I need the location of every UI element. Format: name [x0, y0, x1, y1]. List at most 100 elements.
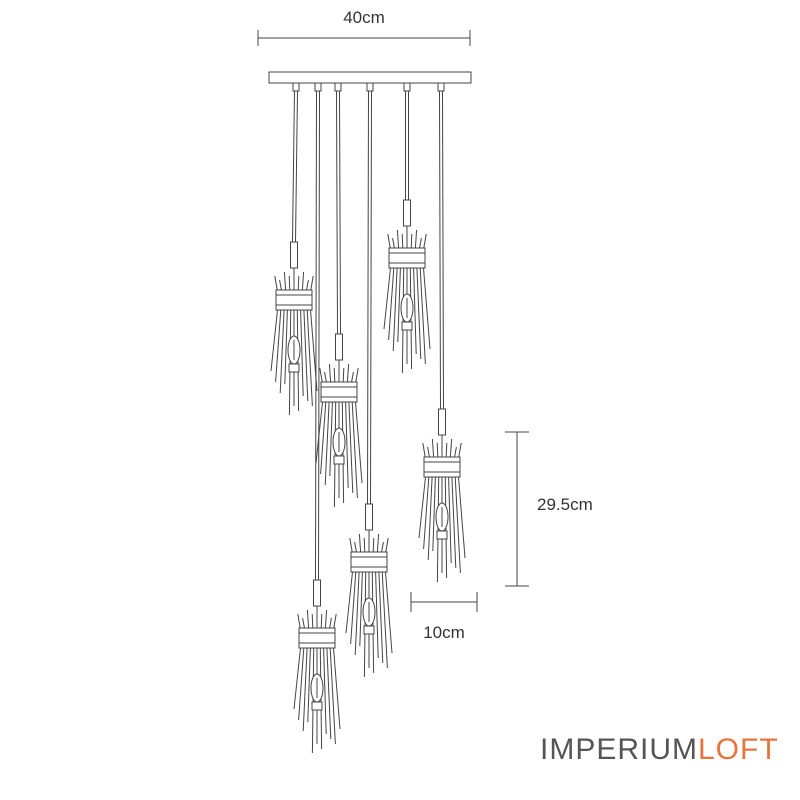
- lower-rod: [416, 267, 422, 360]
- upper-rod: [414, 229, 418, 249]
- lower-rod: [375, 571, 379, 659]
- lower-rod: [329, 647, 336, 745]
- lower-rod: [293, 647, 301, 710]
- cord-collar: [290, 241, 298, 269]
- shade-band: [423, 456, 461, 478]
- lower-rod: [284, 309, 288, 385]
- upper-rod: [401, 233, 404, 249]
- upper-rod: [310, 275, 314, 291]
- lower-rod: [311, 647, 315, 754]
- upper-rod: [385, 537, 389, 553]
- cord-anchor: [334, 82, 342, 92]
- lower-rod: [423, 267, 431, 350]
- upper-rod: [376, 533, 380, 553]
- upper-rod: [274, 275, 278, 291]
- brand-name-accent: LOFT: [698, 733, 779, 766]
- upper-rod: [283, 271, 287, 291]
- lower-rod: [363, 571, 367, 678]
- upper-rod: [454, 446, 457, 458]
- lower-rod: [401, 267, 405, 374]
- upper-rod: [372, 537, 375, 553]
- cord-collar: [313, 579, 321, 607]
- bulb-socket: [401, 321, 413, 331]
- lower-rod: [345, 401, 349, 489]
- pendant-lamp: [270, 82, 318, 416]
- canopy-width-label: 40cm: [343, 8, 385, 27]
- shade-width-dimension: [410, 592, 478, 612]
- lower-rod: [333, 401, 337, 508]
- bulb-socket: [288, 363, 300, 373]
- lower-rod: [345, 571, 353, 634]
- upper-rod: [324, 371, 327, 383]
- upper-rod: [445, 442, 448, 458]
- pendant-lamp: [345, 82, 393, 678]
- shade-band: [350, 551, 388, 573]
- brand-logo: IMPERIUMLOFT: [540, 733, 779, 767]
- cord-anchor: [403, 82, 411, 92]
- upper-rod: [431, 438, 435, 458]
- lower-rod: [333, 647, 341, 730]
- shade-height-dimension: [505, 431, 529, 587]
- bulb-socket: [436, 530, 448, 540]
- upper-rod: [387, 233, 391, 249]
- upper-rod: [419, 237, 422, 249]
- lower-rod: [436, 476, 440, 583]
- lower-rod: [351, 401, 358, 499]
- lower-rod: [454, 476, 461, 574]
- pendant-lamp: [383, 82, 431, 374]
- suspension-cord: [315, 90, 317, 581]
- shade-band: [388, 247, 426, 269]
- upper-rod: [349, 537, 353, 553]
- lower-rod: [458, 476, 466, 559]
- upper-rod: [422, 442, 426, 458]
- upper-rod: [436, 442, 439, 458]
- lower-rod: [320, 401, 327, 475]
- cord-anchor: [314, 82, 322, 92]
- upper-rod: [320, 613, 323, 629]
- lower-rod: [427, 476, 433, 561]
- upper-rod: [427, 446, 430, 458]
- lower-rod: [451, 476, 457, 569]
- upper-rod: [363, 537, 366, 553]
- cord-collar: [365, 503, 373, 531]
- upper-rod: [358, 533, 362, 553]
- lower-rod: [275, 309, 282, 383]
- upper-rod: [279, 279, 282, 291]
- lower-rod: [302, 647, 308, 732]
- suspension-cord: [336, 90, 338, 335]
- lower-rod: [300, 309, 304, 397]
- lower-rod: [378, 571, 384, 664]
- shade-band: [298, 627, 336, 649]
- upper-rod: [458, 442, 462, 458]
- upper-rod: [423, 233, 427, 249]
- lower-rod: [306, 309, 313, 407]
- suspension-cord: [439, 90, 441, 410]
- shade-width-label: 10cm: [423, 623, 465, 642]
- lower-rod: [359, 571, 363, 647]
- lower-rod: [270, 309, 278, 372]
- lower-rod: [323, 647, 327, 735]
- bulb-socket: [311, 701, 323, 711]
- upper-rod: [288, 275, 291, 291]
- lower-rod: [392, 267, 398, 352]
- lower-rod: [423, 476, 430, 550]
- cord-collar: [438, 408, 446, 436]
- upper-rod: [396, 229, 400, 249]
- upper-rod: [306, 609, 310, 629]
- lower-rod: [381, 571, 388, 669]
- upper-rod: [342, 367, 345, 383]
- upper-rod: [355, 367, 359, 383]
- lower-rod: [355, 401, 363, 484]
- pendant-lamp: [315, 82, 363, 508]
- cord-collar: [403, 199, 411, 227]
- lower-rod: [329, 401, 333, 477]
- upper-rod: [354, 541, 357, 553]
- lower-rod: [354, 571, 360, 656]
- lower-rod: [350, 571, 357, 645]
- shade-height-label: 29.5cm: [537, 495, 593, 514]
- lower-rod: [288, 309, 292, 416]
- upper-rod: [346, 363, 350, 383]
- lower-rod: [326, 647, 332, 740]
- upper-rod: [306, 279, 309, 291]
